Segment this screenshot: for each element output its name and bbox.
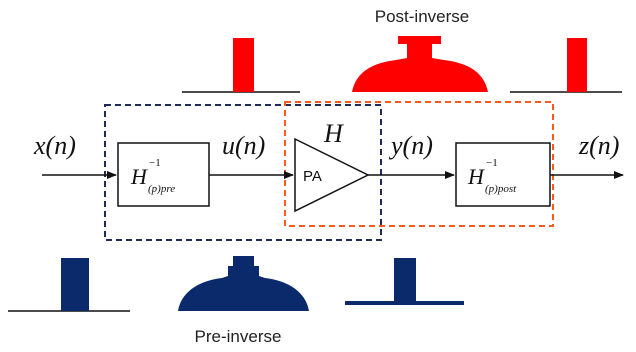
post-spectrum-input — [182, 38, 300, 93]
post-block-sub: (p)post — [485, 183, 517, 195]
pa-amplifier: PA — [294, 137, 370, 213]
pre-block-sub: (p)pre — [148, 183, 175, 195]
signal-y-label: y(n) — [388, 131, 433, 160]
post-spectrum-output — [510, 38, 622, 93]
pre-spectrum-input — [8, 258, 130, 312]
pre-block-base: H — [130, 164, 148, 189]
signal-x-label: x(n) — [33, 131, 76, 160]
signal-u-label: u(n) — [222, 131, 265, 160]
pre-spectrum-output — [345, 258, 464, 305]
post-inverse-block: H −1 (p)post — [455, 142, 551, 207]
pre-inverse-block: H −1 (p)pre — [117, 142, 210, 207]
post-block-base: H — [467, 164, 485, 189]
pre-inverse-group-box — [104, 104, 382, 241]
post-spectrum-distorted — [352, 36, 488, 92]
pa-label: PA — [303, 168, 322, 185]
pre-block-sup: −1 — [149, 157, 161, 169]
post-inverse-group-box — [284, 101, 554, 227]
post-block-sup: −1 — [486, 157, 498, 169]
post-inverse-caption: Post-inverse — [375, 7, 469, 26]
pre-spectrum-predistorted — [178, 256, 309, 311]
pre-inverse-caption: Pre-inverse — [195, 327, 282, 346]
signal-z-label: z(n) — [578, 131, 619, 160]
pa-model-label: H — [323, 119, 344, 148]
